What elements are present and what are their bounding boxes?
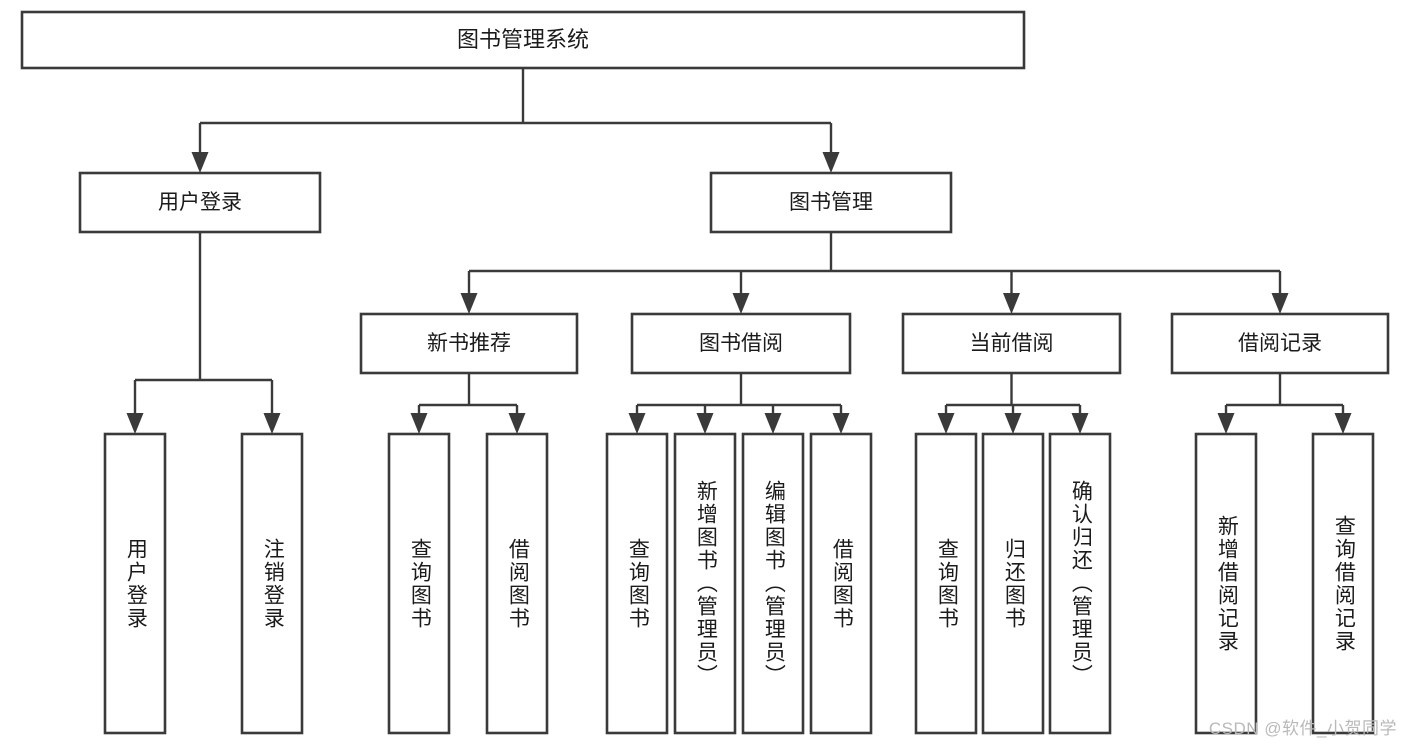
- node-label-book-manage: 图书管理: [789, 191, 873, 214]
- node-box-leaf-query-book-rec[interactable]: [387, 432, 451, 735]
- arrow-icon-leaf-query-book-cur: [937, 413, 955, 434]
- node-box-leaf-add-record[interactable]: [1194, 432, 1258, 735]
- arrow-icon-borrow-record: [1271, 293, 1289, 314]
- node-box-leaf-confirm-return[interactable]: [1048, 432, 1112, 735]
- arrow-icon-leaf-query-book-rec: [410, 413, 428, 434]
- node-box-user-login[interactable]: [78, 171, 322, 234]
- arrow-icon-leaf-user-login: [126, 413, 144, 434]
- arrow-icon-leaf-add-record: [1217, 413, 1235, 434]
- node-box-leaf-query-book-cur[interactable]: [914, 432, 978, 735]
- node-label-book-borrow: 图书借阅: [699, 332, 783, 355]
- node-label-current-borrow: 当前借阅: [970, 332, 1054, 355]
- arrow-icon-leaf-user-logout: [263, 413, 281, 434]
- arrow-icon-leaf-borrow-book: [832, 413, 850, 434]
- arrow-icon-leaf-edit-book: [764, 413, 782, 434]
- arrow-icon-current-borrow: [1003, 293, 1020, 314]
- arrow-icon-leaf-query-book-borrow: [628, 413, 646, 434]
- node-box-leaf-borrow-book-rec[interactable]: [485, 432, 549, 735]
- arrow-icon-user-login: [191, 152, 209, 173]
- arrow-icon-book-manage: [822, 152, 840, 173]
- arrow-icon-leaf-borrow-book-rec: [508, 413, 526, 434]
- watermark-text: CSDN @软件_小贺同学: [1208, 719, 1397, 738]
- node-label-root: 图书管理系统: [457, 27, 589, 52]
- arrow-icon-leaf-query-record: [1334, 413, 1352, 434]
- node-box-root[interactable]: [20, 10, 1026, 70]
- node-box-leaf-user-login[interactable]: [103, 432, 167, 735]
- arrow-icon-leaf-add-book: [696, 413, 714, 434]
- node-box-book-manage[interactable]: [709, 171, 953, 234]
- connectors-layer: [126, 68, 1352, 434]
- node-box-leaf-query-record[interactable]: [1311, 432, 1375, 735]
- arrow-icon-leaf-return-book: [1004, 413, 1022, 434]
- node-label-user-login: 用户登录: [158, 191, 242, 214]
- node-label-borrow-record: 借阅记录: [1238, 332, 1322, 355]
- node-box-leaf-edit-book[interactable]: [741, 432, 805, 735]
- node-box-leaf-borrow-book[interactable]: [809, 432, 873, 735]
- arrow-icon-new-book-rec: [460, 293, 478, 314]
- node-box-leaf-add-book[interactable]: [673, 432, 737, 735]
- arrow-icon-book-borrow: [732, 293, 750, 314]
- node-label-new-book-rec: 新书推荐: [427, 332, 511, 355]
- node-box-leaf-query-book-borrow[interactable]: [605, 432, 669, 735]
- node-box-current-borrow[interactable]: [901, 312, 1122, 375]
- node-box-leaf-user-logout[interactable]: [240, 432, 304, 735]
- arrow-icon-leaf-confirm-return: [1071, 413, 1089, 434]
- node-box-borrow-record[interactable]: [1170, 312, 1390, 375]
- node-box-leaf-return-book[interactable]: [981, 432, 1045, 735]
- node-box-book-borrow[interactable]: [630, 312, 852, 375]
- node-box-new-book-rec[interactable]: [359, 312, 579, 375]
- boxes-layer: [20, 10, 1390, 735]
